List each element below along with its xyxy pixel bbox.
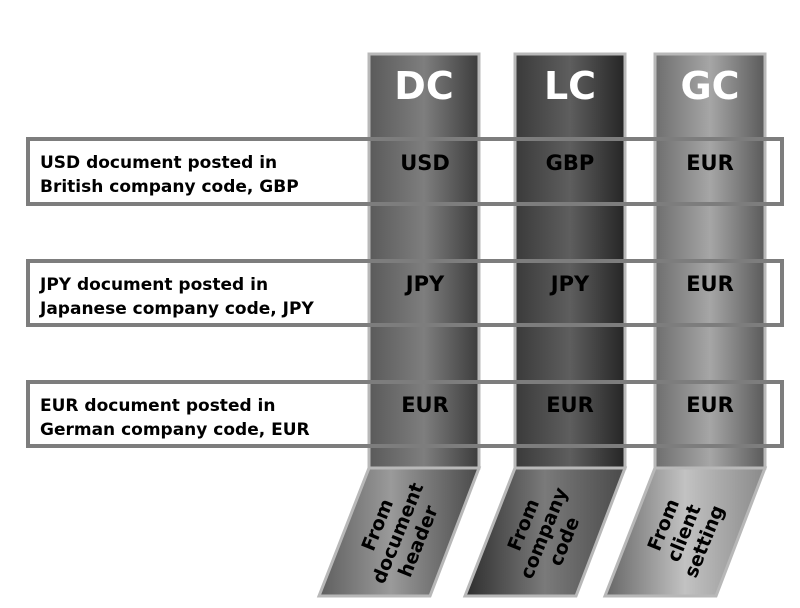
- row-usd-gc-value: EUR: [686, 151, 734, 175]
- row-eur: EUR document posted in German company co…: [26, 380, 784, 448]
- column-lc-title: LC: [544, 64, 596, 108]
- row-usd-frame: [26, 137, 784, 206]
- column-gc-title: GC: [680, 64, 739, 108]
- row-eur-line-1: EUR document posted in: [40, 396, 276, 416]
- row-jpy-gc-value: EUR: [686, 272, 734, 296]
- row-eur-label-bg: [30, 384, 367, 444]
- row-eur-frame: [26, 380, 784, 448]
- column-lc-base: [462, 466, 628, 598]
- row-eur-lc-value: EUR: [546, 393, 594, 417]
- row-usd-dc-value: USD: [400, 151, 450, 175]
- row-eur-line-2: German company code, EUR: [40, 420, 310, 440]
- row-jpy-frame: [26, 259, 784, 327]
- column-dc-base: [316, 466, 482, 598]
- row-usd-line-1: USD document posted in: [40, 153, 277, 173]
- row-jpy-line-2: Japanese company code, JPY: [39, 299, 314, 319]
- row-jpy-dc-value: JPY: [404, 272, 445, 296]
- row-jpy: JPY document posted in Japanese company …: [26, 259, 784, 327]
- row-usd-lc-value: GBP: [546, 151, 595, 175]
- row-eur-gc-value: EUR: [686, 393, 734, 417]
- row-jpy-line-1: JPY document posted in: [39, 275, 268, 295]
- row-jpy-lc-value: JPY: [549, 272, 590, 296]
- column-dc-title: DC: [394, 64, 453, 108]
- row-usd: USD document posted in British company c…: [26, 137, 784, 206]
- row-usd-line-2: British company code, GBP: [40, 177, 299, 197]
- column-gc-base: [602, 466, 768, 598]
- row-jpy-label-bg: [30, 263, 367, 323]
- row-usd-label-bg: [30, 141, 367, 202]
- row-eur-dc-value: EUR: [401, 393, 449, 417]
